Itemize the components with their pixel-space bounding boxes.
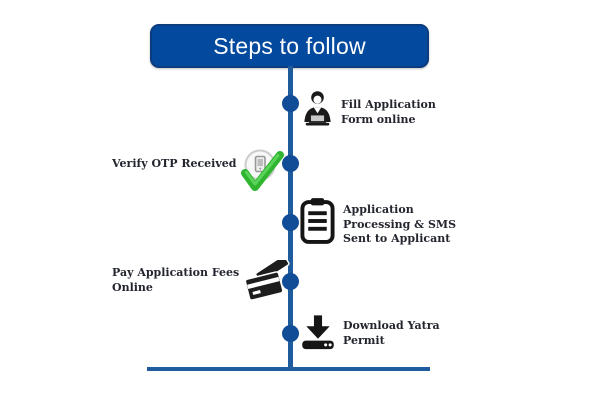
timeline-node [282,325,299,342]
step-label: Download Yatra Permit [343,319,440,347]
timeline-baseline [147,367,430,371]
credit-cards-icon [244,255,292,302]
clipboard-icon [299,196,336,246]
step-label: Fill Application Form online [341,98,436,126]
person-laptop-icon [300,89,335,127]
download-icon [300,313,336,352]
step-download-permit: Download Yatra Permit [300,313,440,352]
step-fill-application-form: Fill Application Form online [300,89,436,127]
timeline-node [282,273,299,290]
timeline-node [282,155,299,172]
timeline-node [282,95,299,112]
step-label: Application Processing & SMS Sent to App… [343,203,457,245]
step-label: Pay Application Fees Online [112,266,240,294]
page-title: Steps to follow [213,32,366,59]
phone-otp-check-icon [239,146,285,196]
step-label: Verify OTP Received [112,157,237,170]
title-banner: Steps to follow [150,24,429,68]
step-pay-fees: Pay Application Fees Online [112,255,292,302]
step-verify-otp: Verify OTP Received [112,146,285,196]
timeline-node [282,214,299,231]
step-application-processing: Application Processing & SMS Sent to App… [299,196,456,247]
